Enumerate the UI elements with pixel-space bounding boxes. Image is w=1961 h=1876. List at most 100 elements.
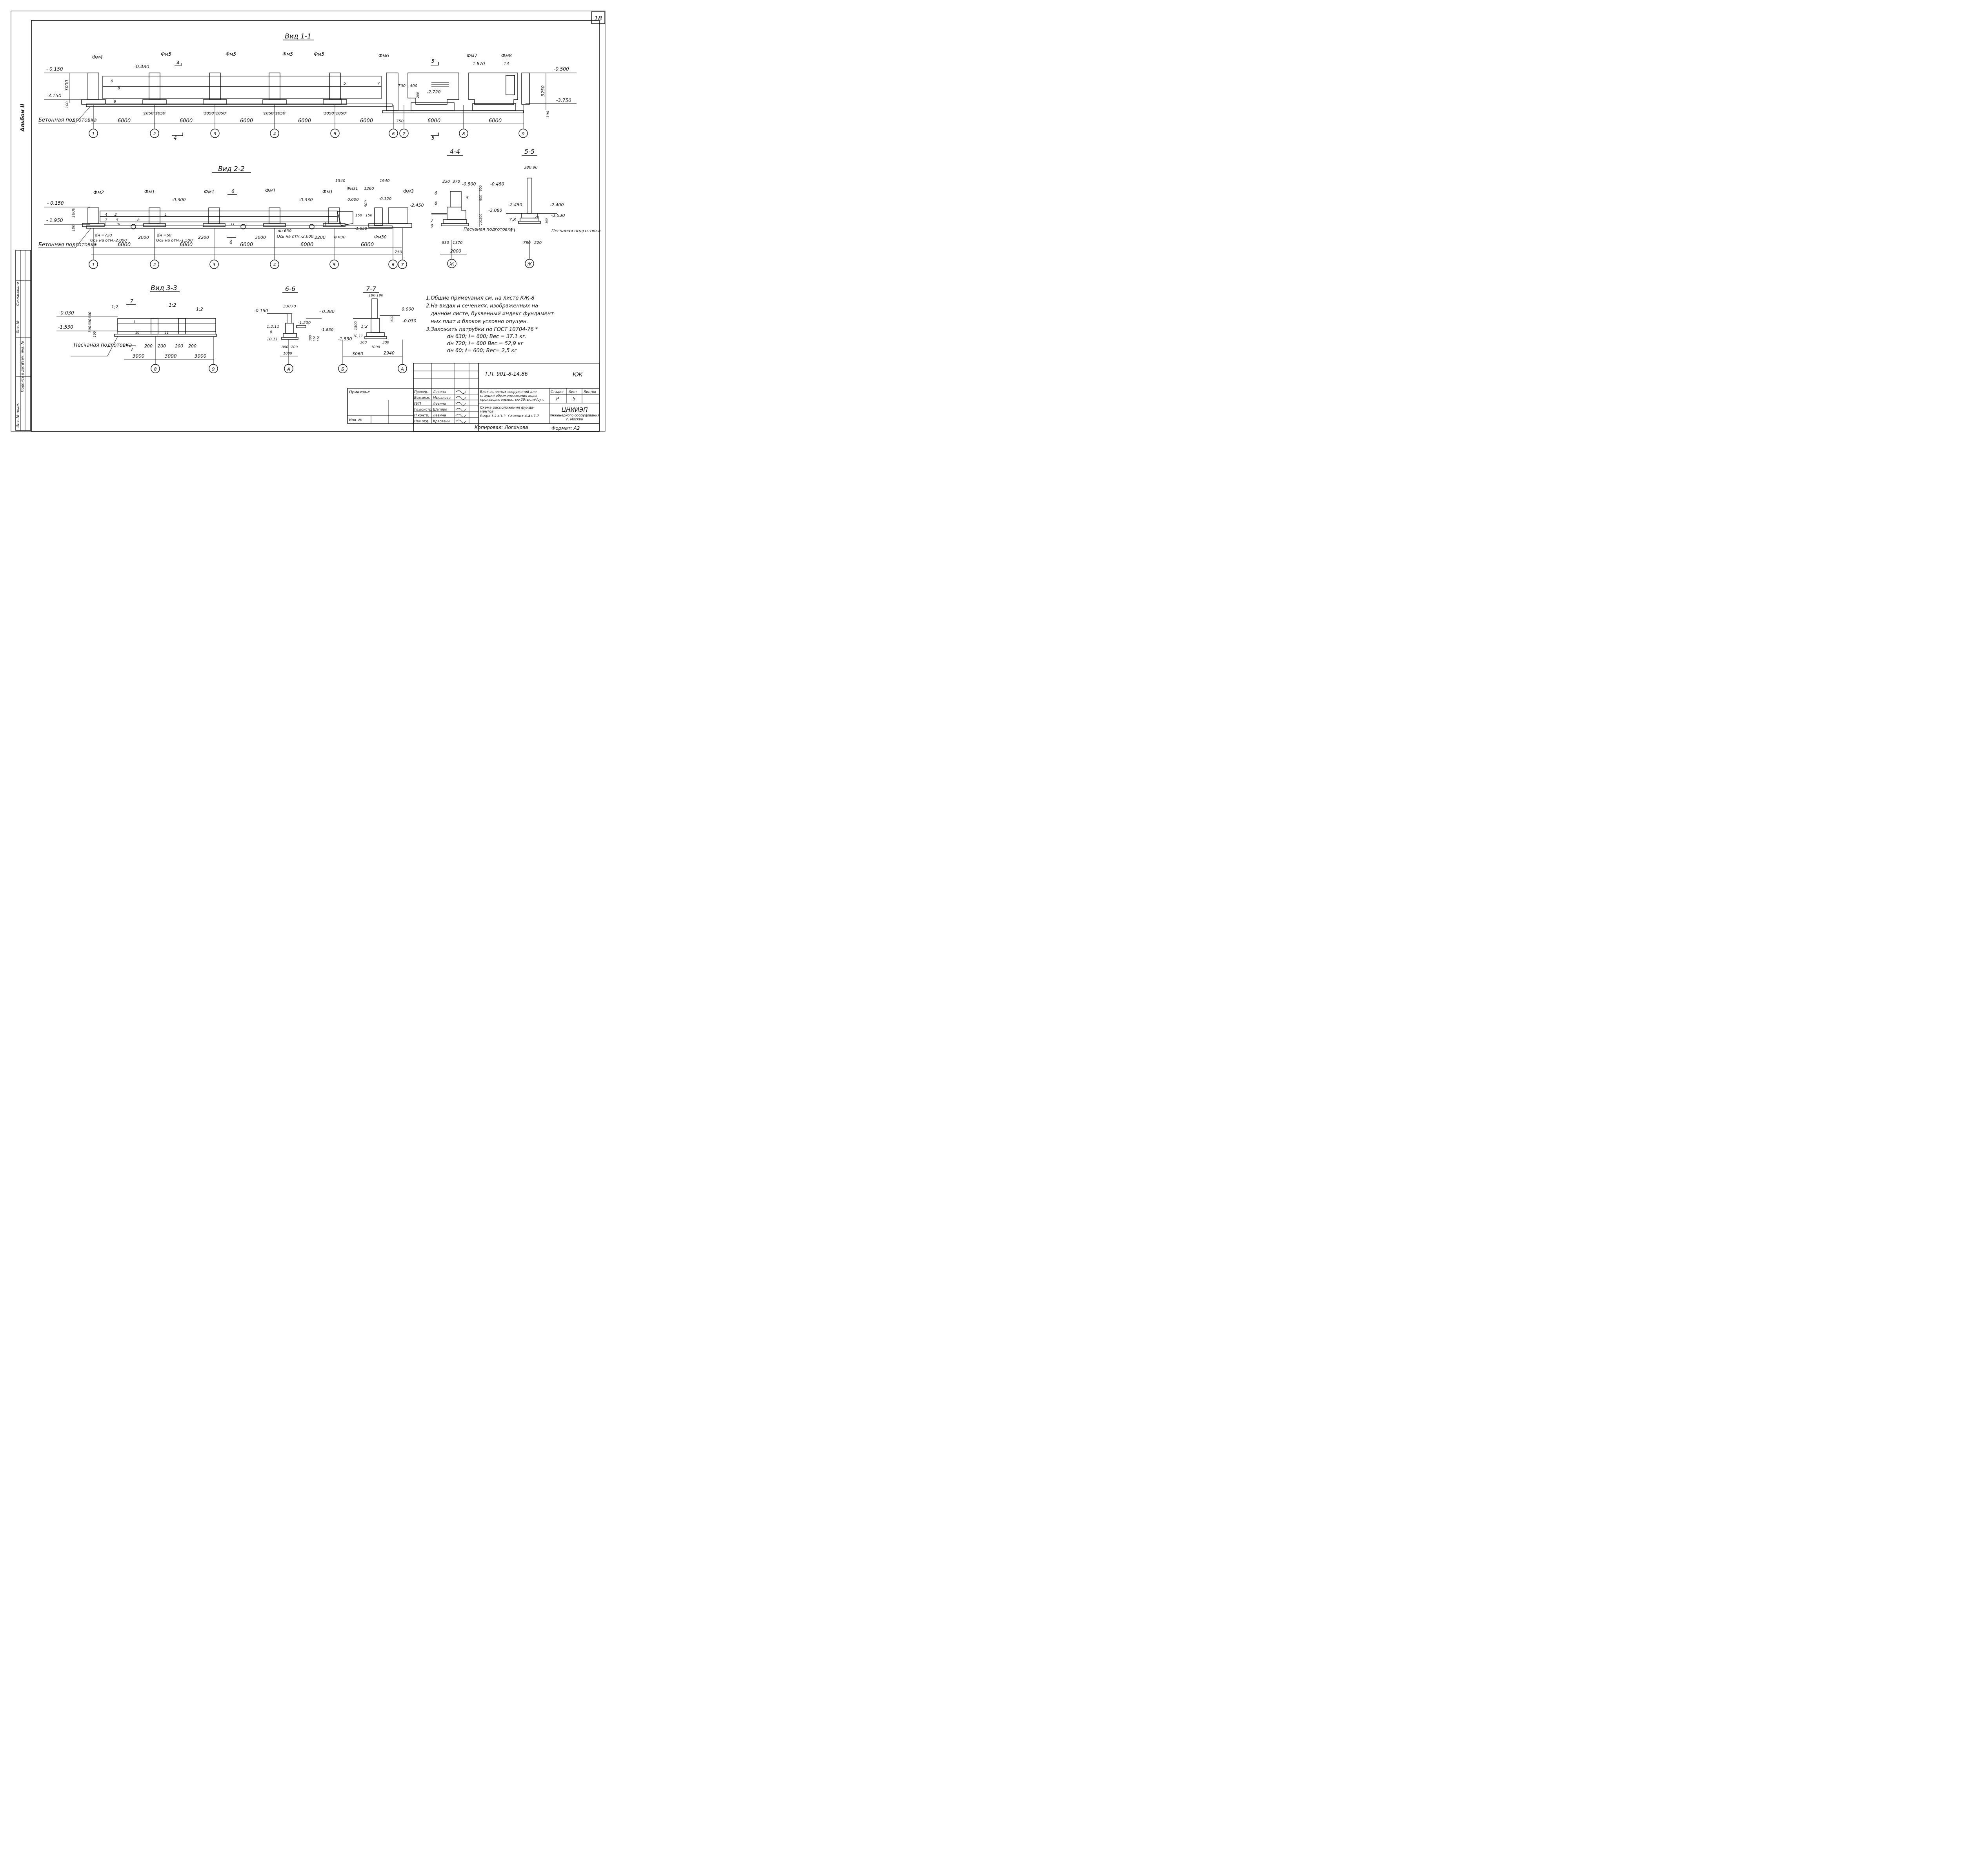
s44-mark-5: 5 <box>466 195 469 200</box>
view-3-3: Вид 3-3 -0.030 -1.530 600 600 300 100 1;… <box>56 284 218 373</box>
v22-fnd-4: Фм1 <box>265 188 276 193</box>
s44-title: 4-4 <box>450 148 460 155</box>
tb-org-3: г. Москва <box>566 418 583 422</box>
v22-height-6: 150 <box>355 214 362 218</box>
v11-pier-8: 1050 <box>336 111 346 116</box>
stamp-sign-date: Подпись и дата <box>21 363 25 392</box>
tb-role-2: Вед.инж. <box>414 396 430 400</box>
v33-mark-1: 1;2 <box>111 304 118 309</box>
tb-role-3: ГИП <box>414 402 421 406</box>
v11-height-4: 100 <box>546 111 550 118</box>
tb-signature-1 <box>455 390 466 394</box>
v11-height-3: 100 <box>65 102 69 108</box>
v22-span-5: 6000 <box>361 242 374 248</box>
v22-mark-11: 11 <box>231 222 235 226</box>
sheet-number-box <box>591 11 605 24</box>
v22-axis-bubble-3 <box>209 260 219 269</box>
v33-axis-9: 9 <box>212 367 215 372</box>
section-6-6: 6-6 330 70 -0.150 - 0.380 -1.200 -1.830 … <box>254 285 335 373</box>
v11-footing-5 <box>323 99 347 105</box>
v22-mark-8: 8 <box>137 218 140 222</box>
s77-dim-4: 300 <box>360 341 367 345</box>
section-4-4: 4-4 -0.500 -0.480 -2.450 -3.080 230 370 … <box>410 148 513 268</box>
s66-dim-4: 200 <box>291 345 298 349</box>
s44-dim-6: 600 <box>479 195 482 201</box>
tb-stage-label: Стадия <box>551 390 564 394</box>
s77-axis-a-bubble <box>398 364 407 373</box>
tb-signature-5 <box>455 414 466 417</box>
note-2a: 2.На видах и сечениях, изображенных на <box>426 303 538 309</box>
s55-mark-2: 11 <box>510 228 516 233</box>
v11-axis-5: 5 <box>334 131 337 136</box>
v11-axis-1: 1 <box>92 131 95 136</box>
v22-pipe-3: dн 630 <box>278 229 291 233</box>
v22-height-5: 1940 <box>380 179 389 183</box>
s44-level-4: -3.080 <box>488 208 502 213</box>
v22-pipe-3-axis: Ось на отм.-2.000 <box>277 234 313 239</box>
s44-bedding: Песчаная подготовка <box>464 227 513 232</box>
v11-fnd-4: Фм5 <box>282 51 293 57</box>
v33-cut-7a: 7 <box>130 298 133 304</box>
tb-signature-3 <box>455 402 466 405</box>
v11-level-7: -2.720 <box>427 89 440 95</box>
v11-mark-13: 13 <box>504 61 509 66</box>
tb-code: Т.П. 901-8-14.86 <box>485 371 528 377</box>
s44-axis-bubble <box>447 259 457 268</box>
s66-axis-bubble <box>284 364 293 373</box>
s55-axis-bubble <box>525 259 534 268</box>
s55-bedding: Песчаная подготовка <box>551 228 601 233</box>
s77-axis-a: А <box>400 367 404 372</box>
s66-dim-6: 300 <box>309 335 312 341</box>
s66-dim-5: 1000 <box>283 352 292 356</box>
s66-dim-7: 100 <box>313 336 316 341</box>
v11-axis-bubble-6 <box>389 129 398 138</box>
v22-cut-6b: 6 <box>229 240 233 245</box>
note-2c: ных плит и блоков условно опущен. <box>431 319 528 325</box>
note-3-pipe-3: dн 60; ℓ= 600; Вес= 2,5 кг <box>447 348 517 354</box>
tb-signature-2 <box>455 396 466 400</box>
tb-linked: Привязан: <box>349 390 370 394</box>
s77-dim-9: 600 <box>390 316 394 322</box>
v11-span-1: 6000 <box>118 118 131 124</box>
v22-fnd-9: Фм30 <box>374 234 387 240</box>
v22-axis-4: 4 <box>273 262 276 267</box>
v11-pier-3: 1050 <box>204 111 214 116</box>
v22-dim-2: 2200 <box>198 235 209 240</box>
tb-name-4: Шапиро <box>433 408 447 412</box>
v22-mark-1: 1 <box>165 213 167 217</box>
v22-mark-4: 4 <box>105 213 107 217</box>
section-7-7: 7-7 190 190 0.000 -0.030 -1.530 1;2 10,1… <box>338 285 416 373</box>
v22-column-3 <box>208 207 220 224</box>
v33-dim-4: 200 <box>188 344 196 349</box>
v11-fnd-3: Фм5 <box>226 51 236 57</box>
v33-cut-7b: 7 <box>130 347 133 353</box>
v22-cut-6a: 6 <box>231 189 235 194</box>
v11-axis-bubble-8 <box>459 129 468 138</box>
v22-mark-5: 5 <box>116 218 118 222</box>
v22-axis-bubble-4 <box>270 260 279 269</box>
view-2-2-title: Вид 2-2 <box>218 165 245 173</box>
title-block: Т.П. 901-8-14.86 КЖ Блок основных сооруж… <box>347 363 600 432</box>
v33-mark-2: 1;2 <box>169 302 176 308</box>
s77-mark-1: 1;2 <box>361 324 368 329</box>
v22-column-1 <box>87 207 99 224</box>
tb-object-1: Блок основных сооружений для <box>480 390 537 394</box>
s44-mark-6: 6 <box>435 191 437 196</box>
note-2b: данном листе, буквенный индекс фундамент… <box>430 311 556 317</box>
s44-mark-7: 7 <box>431 218 433 223</box>
tb-object-2: станции обезжелезивания воды <box>480 394 537 398</box>
s77-axis-b-bubble <box>338 364 347 373</box>
v11-axis-8: 8 <box>462 131 465 136</box>
v11-span-4: 6000 <box>298 118 311 124</box>
v33-mark-4: 1 <box>133 320 136 324</box>
v11-span-5: 6000 <box>360 118 373 124</box>
note-3-pipe-1: dн 630; ℓ= 600; Вес = 37.1 кг. <box>447 334 527 340</box>
v11-fnd-5: Фм5 <box>314 51 324 57</box>
s44-dim-9: 100 <box>479 220 482 225</box>
tb-role-5: Н.контр. <box>414 414 429 418</box>
v33-h-4: 100 <box>93 331 96 337</box>
tb-drawing-1: Схема расположения фунда- <box>480 406 535 410</box>
v11-bedding: Бетонная подготовка <box>38 117 97 123</box>
tb-format: Формат: А2 <box>551 425 580 431</box>
v22-fnd-7: Фм31 <box>347 187 358 191</box>
